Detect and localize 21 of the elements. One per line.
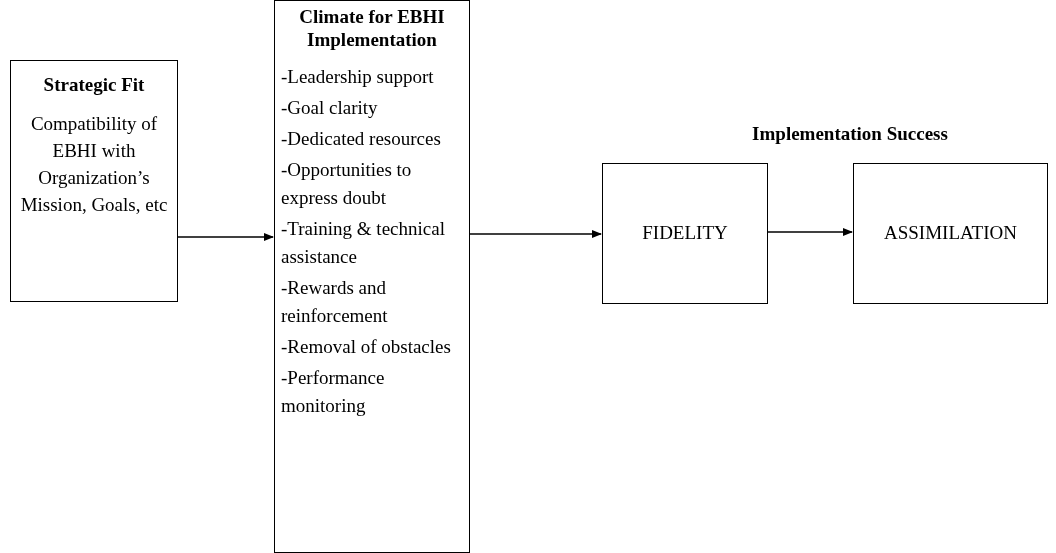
arrow bbox=[767, 228, 853, 236]
list-item: -Goal clarity bbox=[281, 96, 379, 120]
list-item: -Opportunities to express doubt bbox=[281, 158, 413, 210]
arrow bbox=[177, 233, 274, 241]
list-item: -Dedicated resources bbox=[281, 127, 442, 151]
list-item: -Performance monitoring bbox=[281, 366, 386, 418]
box-label: FIDELITY bbox=[642, 221, 728, 246]
list-item: -Removal of obstacles bbox=[281, 335, 452, 359]
box-description: Compatibility of EBHI with Organization’s Mission, Goals, etc bbox=[19, 112, 169, 217]
text-box bbox=[602, 163, 768, 304]
box-label: ASSIMILATION bbox=[884, 221, 1017, 246]
text-box bbox=[853, 163, 1048, 304]
box-heading: Climate for EBHI Implementation bbox=[298, 5, 446, 51]
arrow bbox=[469, 230, 602, 238]
text-box bbox=[274, 0, 470, 553]
list-item: -Leadership support bbox=[281, 65, 435, 89]
box-heading: Strategic Fit bbox=[43, 73, 145, 97]
list-item: -Rewards and reinforcement bbox=[281, 276, 389, 328]
list-item: -Training & technical assistance bbox=[281, 217, 446, 269]
text-box bbox=[10, 60, 178, 302]
group-heading: Implementation Success bbox=[751, 122, 949, 146]
